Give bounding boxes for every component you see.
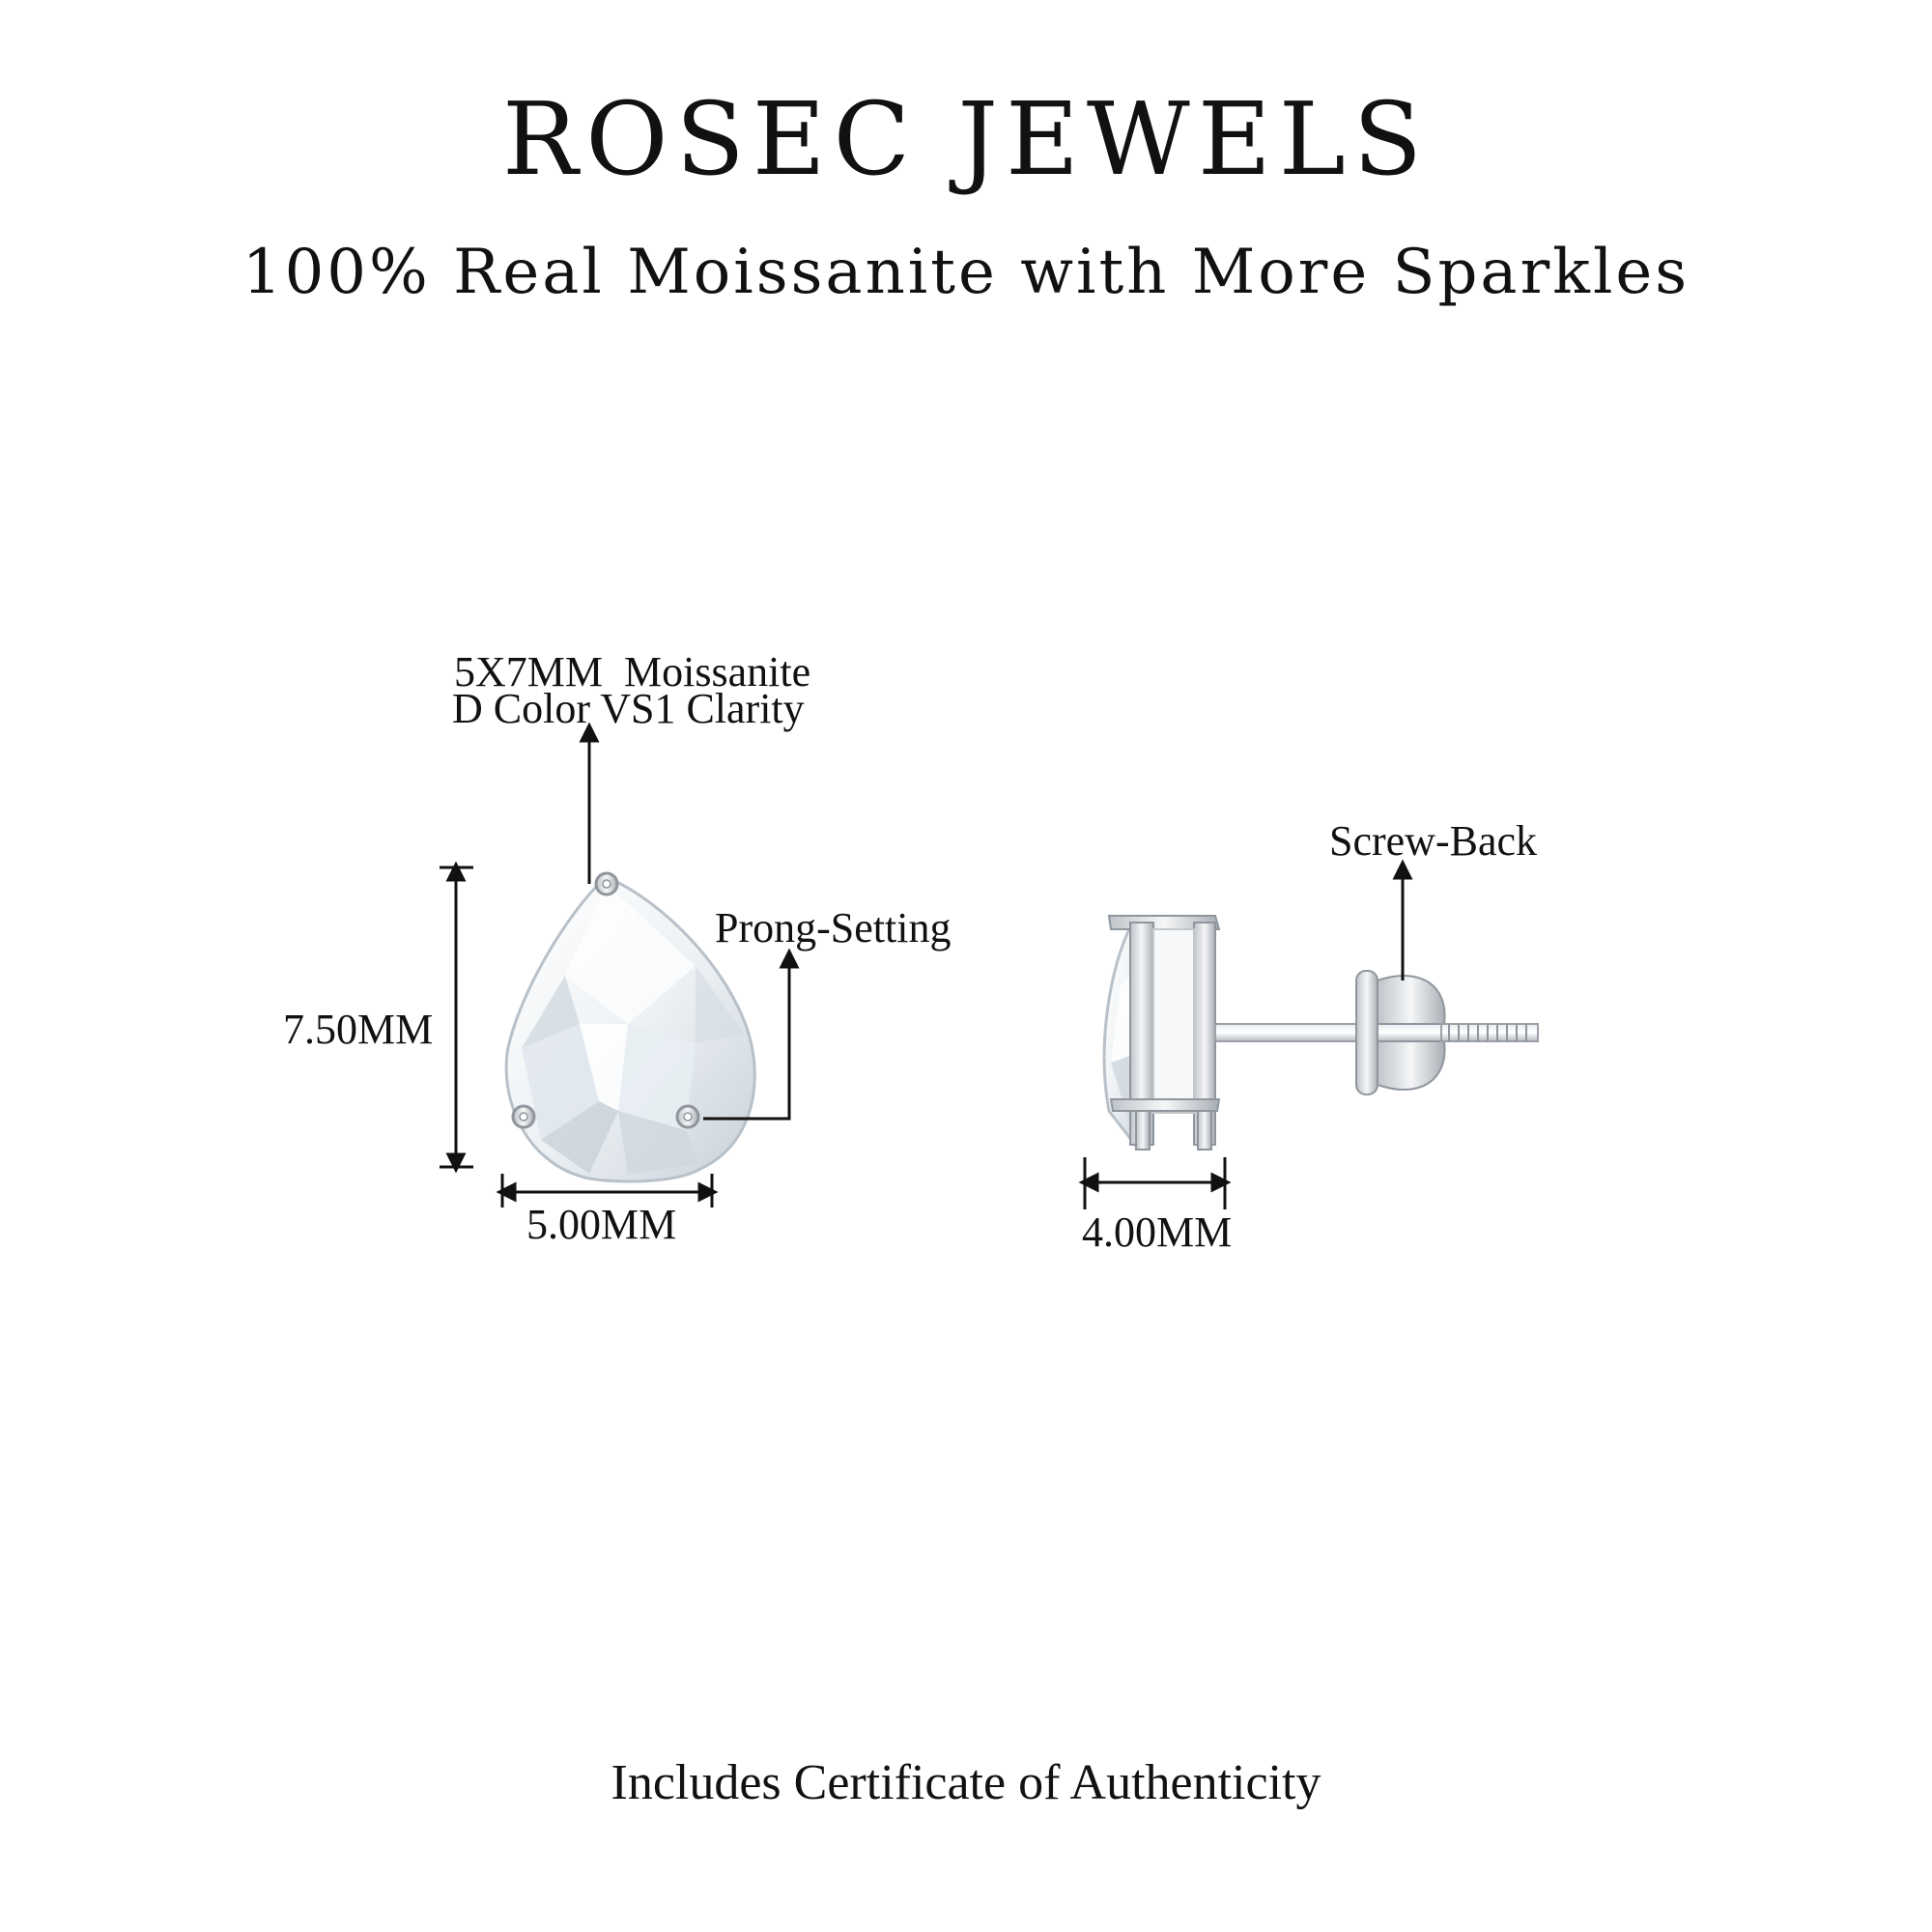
height-label: 7.50MM: [283, 1006, 433, 1053]
height-dimension: [440, 861, 473, 1174]
prong-top: [594, 871, 619, 896]
depth-label: 4.00MM: [1082, 1208, 1232, 1256]
stone-spec-line2: D Color VS1 Clarity: [452, 685, 805, 732]
screw-back: [1355, 970, 1539, 1095]
depth-dimension: [1078, 1157, 1232, 1209]
width-label: 5.00MM: [526, 1201, 676, 1248]
screw-back-label: Screw-Back: [1329, 817, 1537, 865]
certificate-note: Includes Certificate of Authenticity: [611, 1755, 1321, 1810]
prong-right: [675, 1104, 700, 1129]
prong-left: [511, 1104, 536, 1129]
setting-basket: [1107, 915, 1221, 1151]
tagline: 100% Real Moissanite with More Sparkles: [242, 237, 1690, 308]
pear-stone-front: [504, 875, 756, 1183]
prong-label: Prong-Setting: [715, 904, 951, 952]
stone-spec-line1: 5X7MM Moissanite: [454, 648, 810, 696]
earring-post: [1214, 1023, 1458, 1042]
brand-title: ROSEC JEWELS: [501, 80, 1431, 198]
width-dimension: [496, 1174, 719, 1208]
prong-arrow: [703, 948, 800, 1121]
